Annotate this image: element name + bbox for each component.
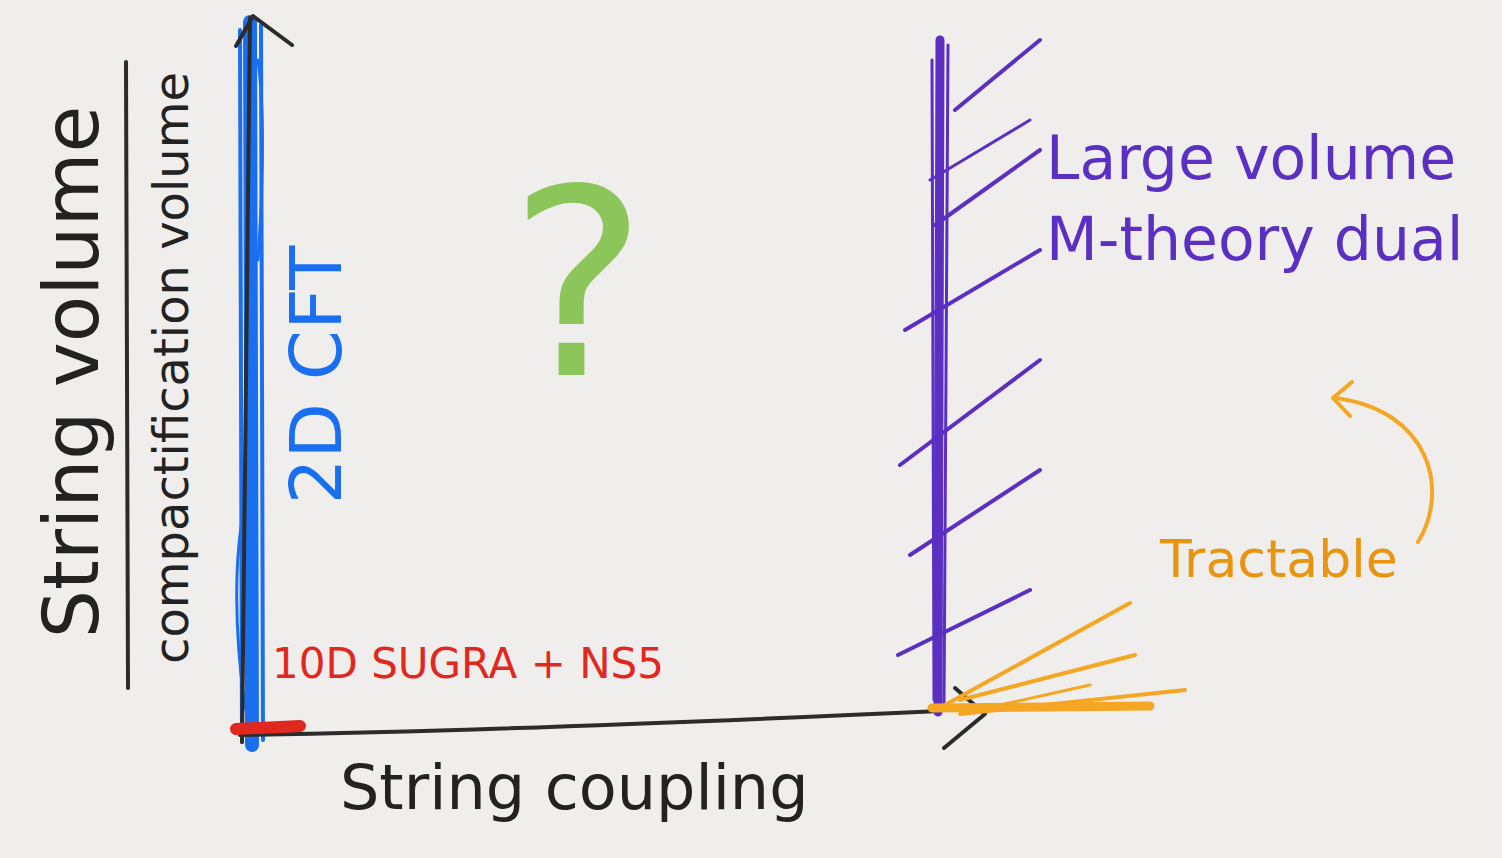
axis-arrowhead (236, 16, 292, 46)
callout-arrowhead (1333, 382, 1352, 416)
region-label: 2D CFT (275, 246, 358, 505)
tractable-region (932, 603, 1185, 714)
callout-label: Tractable (1160, 530, 1398, 590)
m-theory-boundary (898, 40, 1040, 712)
region-label: 10D SUGRA + NS5 (272, 640, 664, 688)
vertical-axis (242, 18, 250, 742)
sugra-segment (236, 726, 300, 729)
callout-arrow (1335, 398, 1432, 542)
axis-label: compactification volume (144, 72, 199, 664)
axis-label: String volume (28, 106, 115, 639)
horizontal-axis (240, 711, 940, 735)
axis-label: String coupling (340, 752, 809, 823)
question-mark: ? (509, 155, 647, 415)
region-label: Large volume M-theory dual (1046, 118, 1496, 280)
fraction-bar (126, 62, 128, 688)
